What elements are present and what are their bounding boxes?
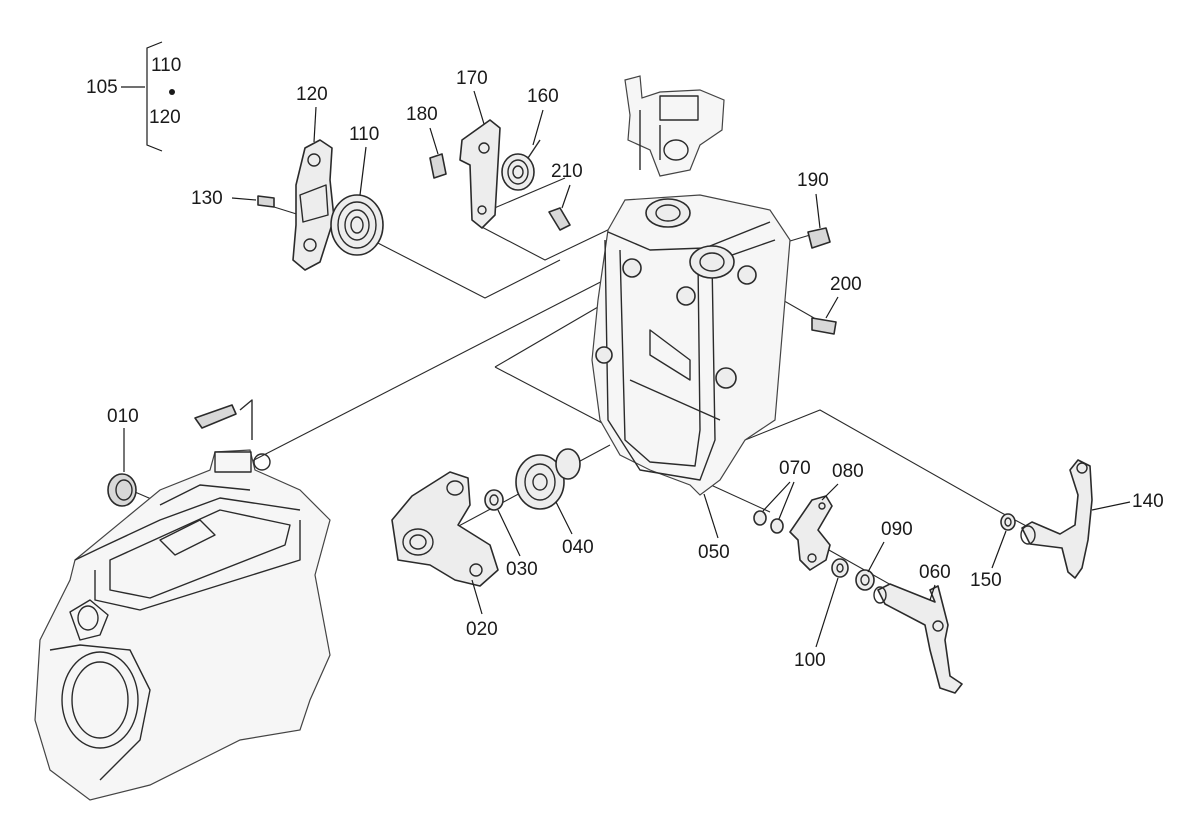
callout-190: 190 (797, 170, 829, 191)
kit-item-110: 110 (151, 55, 181, 76)
callout-105: 105 (86, 77, 118, 98)
callout-180: 180 (406, 104, 438, 125)
part-110: 110 (330, 124, 384, 256)
part-140: 140 (1020, 459, 1164, 579)
callout-140: 140 (1132, 491, 1164, 512)
part-020: 020 (391, 471, 499, 640)
callout-120: 120 (296, 84, 328, 105)
callout-100: 100 (794, 650, 826, 671)
callout-170: 170 (456, 68, 488, 89)
part-030: 030 (484, 489, 538, 580)
upper-component (624, 75, 725, 177)
kit-bracket-105: 105 110 120 (86, 41, 181, 152)
callout-080: 080 (832, 461, 864, 482)
part-160: 160 (501, 86, 559, 191)
callout-020: 020 (466, 619, 498, 640)
part-170: 170 (456, 68, 501, 229)
assembly-axes (134, 177, 1031, 591)
part-130: 130 (191, 188, 275, 209)
callout-150: 150 (970, 570, 1002, 591)
kit-item-120: 120 (149, 107, 181, 128)
part-180: 180 (406, 104, 447, 179)
part-100: 100 (794, 558, 849, 671)
part-190: 190 (797, 170, 831, 249)
callout-060: 060 (919, 562, 951, 583)
callout-090: 090 (881, 519, 913, 540)
callout-040: 040 (562, 537, 594, 558)
part-060: 060 (873, 562, 963, 694)
part-090: 090 (855, 519, 913, 591)
callout-160: 160 (527, 86, 559, 107)
callout-200: 200 (830, 274, 862, 295)
part-070: 070 (753, 458, 811, 534)
callout-050: 050 (698, 542, 730, 563)
part-040: 040 (515, 448, 594, 558)
callout-070: 070 (779, 458, 811, 479)
part-200: 200 (811, 274, 862, 335)
part-010: 010 (107, 406, 139, 507)
callout-130: 130 (191, 188, 223, 209)
kit-bullet (169, 89, 175, 95)
part-120: 120 (292, 84, 335, 271)
part-080: 080 (789, 461, 864, 571)
callout-010: 010 (107, 406, 139, 427)
callout-030: 030 (506, 559, 538, 580)
part-050: 050 (591, 194, 791, 563)
engine-block (34, 399, 331, 801)
callout-110: 110 (349, 124, 379, 145)
callout-210: 210 (551, 161, 583, 182)
part-210: 210 (548, 161, 583, 231)
part-150: 150 (970, 513, 1016, 591)
